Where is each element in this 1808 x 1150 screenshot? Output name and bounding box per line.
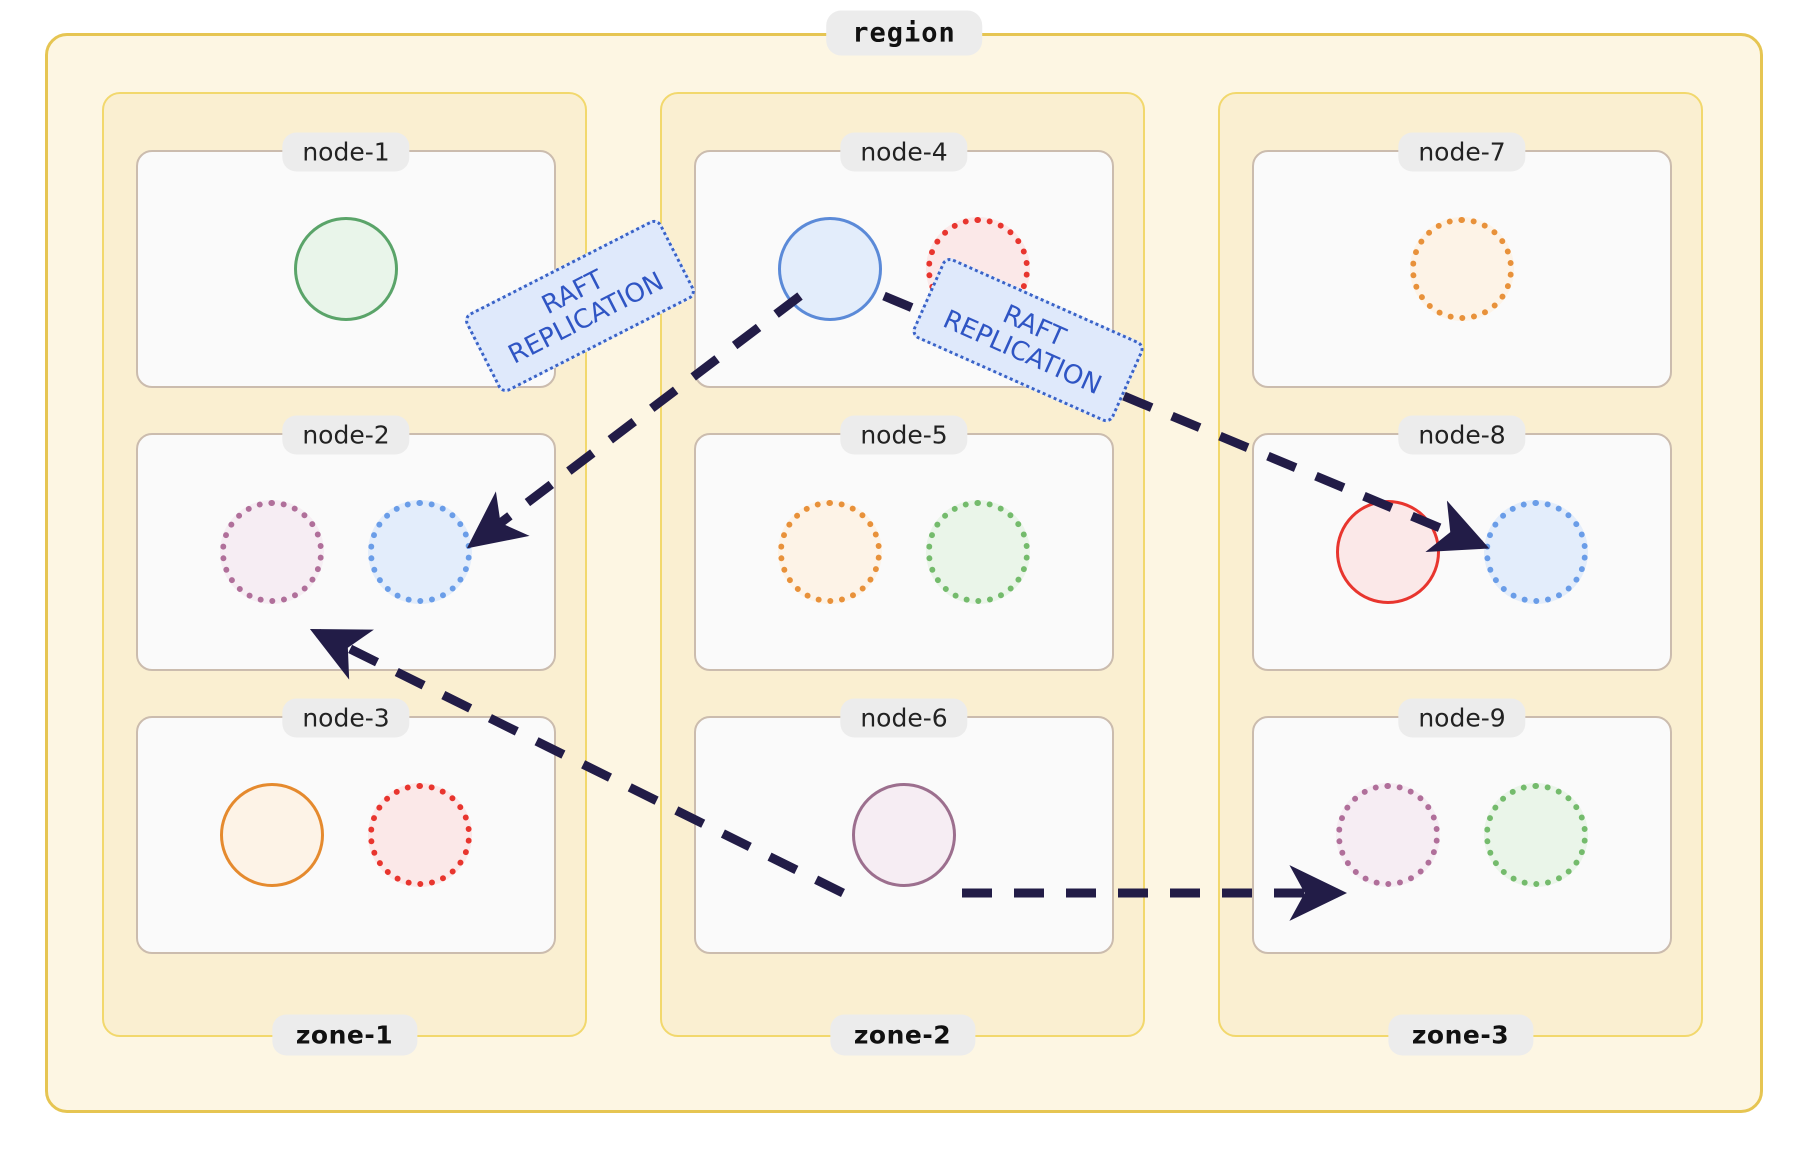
replica-green-dotted — [1484, 783, 1588, 887]
replica-group-node-6 — [696, 718, 1112, 952]
zone-label-zone-1: zone-1 — [271, 1014, 418, 1056]
node-box-node-6: node-6 — [694, 698, 1114, 954]
replica-blue-dotted — [368, 500, 472, 604]
node-box-node-8: node-8 — [1252, 415, 1672, 671]
node-label-node-5: node-5 — [840, 415, 968, 455]
node-label-node-6: node-6 — [840, 698, 968, 738]
replica-blue-solid — [778, 217, 882, 321]
replica-red-dotted — [368, 783, 472, 887]
replica-green-dotted — [926, 500, 1030, 604]
zone-label-zone-3: zone-3 — [1387, 1014, 1534, 1056]
node-label-node-3: node-3 — [282, 698, 410, 738]
replica-group-node-3 — [138, 718, 554, 952]
node-box-node-7: node-7 — [1252, 132, 1672, 388]
replica-green-solid — [294, 217, 398, 321]
replica-blue-dotted — [1484, 500, 1588, 604]
zone-container-3: node-7 node-8 node-9 zone-3 — [1218, 92, 1703, 1056]
replica-group-node-8 — [1254, 435, 1670, 669]
replica-group-node-1 — [138, 152, 554, 386]
replica-group-node-2 — [138, 435, 554, 669]
node-box-node-5: node-5 — [694, 415, 1114, 671]
replica-red-solid — [1336, 500, 1440, 604]
region-label: region — [826, 10, 982, 56]
node-label-node-7: node-7 — [1398, 132, 1526, 172]
node-box-node-2: node-2 — [136, 415, 556, 671]
node-box-node-3: node-3 — [136, 698, 556, 954]
node-label-node-4: node-4 — [840, 132, 968, 172]
node-label-node-9: node-9 — [1398, 698, 1526, 738]
node-label-node-1: node-1 — [282, 132, 410, 172]
replica-group-node-5 — [696, 435, 1112, 669]
replica-purple-dotted — [1336, 783, 1440, 887]
zone-container-1: node-1 node-2 node-3 zone-1 — [102, 92, 587, 1056]
node-label-node-8: node-8 — [1398, 415, 1526, 455]
replica-orange-solid — [220, 783, 324, 887]
replica-group-node-9 — [1254, 718, 1670, 952]
replica-purple-solid — [852, 783, 956, 887]
replica-group-node-7 — [1254, 152, 1670, 386]
zone-container-2: node-4 node-5 node-6 zone-2 — [660, 92, 1145, 1056]
zone-label-zone-2: zone-2 — [829, 1014, 976, 1056]
node-box-node-1: node-1 — [136, 132, 556, 388]
node-box-node-9: node-9 — [1252, 698, 1672, 954]
replica-orange-dotted — [1410, 217, 1514, 321]
replica-purple-dotted — [220, 500, 324, 604]
replica-orange-dotted — [778, 500, 882, 604]
node-label-node-2: node-2 — [282, 415, 410, 455]
